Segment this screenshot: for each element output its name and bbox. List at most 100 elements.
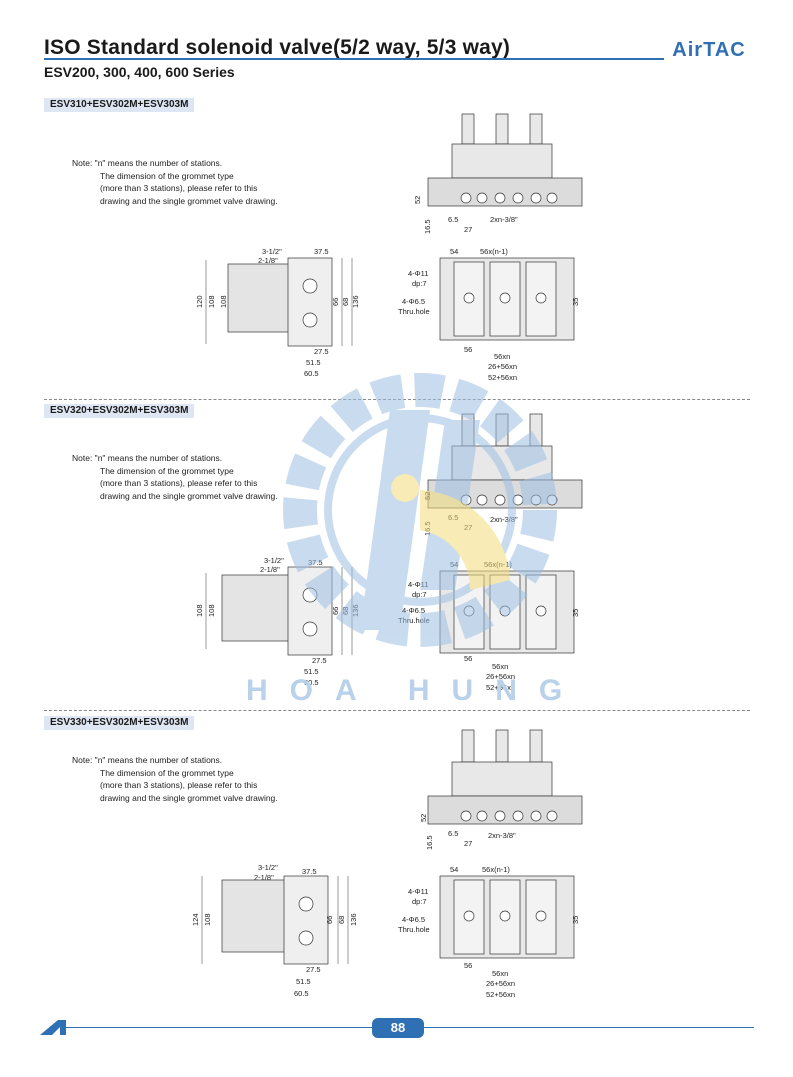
manifold-front-view: 52 16.5 6.5 27 2xn-3/8" xyxy=(413,113,583,234)
dim-label: 136 xyxy=(349,913,358,926)
section-note: Note: "n" means the number of stations. … xyxy=(72,452,278,502)
note-line: (more than 3 stations), please refer to … xyxy=(100,478,258,488)
watermark-text: HOA HUNG xyxy=(246,674,585,707)
dim-label: 37.5 xyxy=(314,247,329,256)
manifold-side-view: 3-1/2" 2-1/8" 37.5 108 108 66 68 136 27.… xyxy=(195,556,360,687)
dim-label: 3-1/2" xyxy=(258,863,278,872)
dim-label: 51.5 xyxy=(306,358,321,367)
dim-label: 56 xyxy=(464,654,472,663)
dim-label: 37.5 xyxy=(308,558,323,567)
manifold-side-view: 3-1/2" 2-1/8" 37.5 124 108 66 68 136 27.… xyxy=(191,863,358,998)
dim-label: 68 xyxy=(341,298,350,306)
dim-label: 108 xyxy=(195,604,204,617)
dim-label: 35 xyxy=(571,298,580,306)
note-line: drawing and the single grommet valve dra… xyxy=(100,792,278,803)
dim-label: 4-Φ6.5 xyxy=(402,915,425,924)
dim-label: 56 xyxy=(464,961,472,970)
dim-label: 2xn-3/8" xyxy=(488,831,516,840)
section-label: ESV320+ESV302M+ESV303M xyxy=(44,404,195,418)
section-note: Note: "n" means the number of stations. … xyxy=(72,157,278,207)
note-line: drawing and the single grommet valve dra… xyxy=(100,490,278,501)
section-label: ESV330+ESV302M+ESV303M xyxy=(44,716,195,730)
dim-label: 4-Φ11 xyxy=(408,269,428,278)
dim-label: 56x(n-1) xyxy=(484,560,512,569)
page-number: 88 xyxy=(372,1018,424,1038)
manifold-plan-view: 54 56x(n-1) 4-Φ11 dp:7 4-Φ6.5 Thru.hole … xyxy=(398,865,580,999)
dim-label: 4-Φ6.5 xyxy=(402,606,425,615)
dim-label: 66 xyxy=(331,298,340,306)
dim-label: 37.5 xyxy=(302,867,317,876)
dim-label: 56xn xyxy=(492,662,508,671)
note-line: (more than 3 stations), please refer to … xyxy=(100,183,258,193)
dim-label: 3-1/2" xyxy=(264,556,284,565)
dim-label: 51.5 xyxy=(304,667,319,676)
dim-label: 54 xyxy=(450,560,458,569)
dim-label: 27.5 xyxy=(314,347,329,356)
dim-label: 27.5 xyxy=(306,965,321,974)
dim-label: 108 xyxy=(203,913,212,926)
dim-label: 26+56xn xyxy=(486,979,515,988)
dim-label: 108 xyxy=(219,295,228,308)
note-line: (more than 3 stations), please refer to … xyxy=(100,780,258,790)
header-rule xyxy=(44,58,754,60)
dim-label: 54 xyxy=(450,247,458,256)
dim-label: 68 xyxy=(341,607,350,615)
dim-label: 56x(n-1) xyxy=(482,865,510,874)
note-line: Note: "n" means the number of stations. xyxy=(72,755,223,765)
manifold-plan-view: 54 56x(n-1) 4-Φ11 dp:7 4-Φ6.5 Thru.hole … xyxy=(398,247,580,382)
dim-label: 16.5 xyxy=(423,219,432,234)
dim-label: 4-Φ11 xyxy=(408,580,428,589)
dim-label: 27 xyxy=(464,839,472,848)
dim-label: 6.5 xyxy=(448,215,458,224)
dim-label: 35 xyxy=(571,916,580,924)
dim-label: 6.5 xyxy=(448,513,458,522)
dim-label: 35 xyxy=(571,609,580,617)
dim-label: Thru.hole xyxy=(398,925,430,934)
dim-label: 120 xyxy=(195,295,204,308)
dim-label: 4-Φ11 xyxy=(408,887,428,896)
note-line: The dimension of the grommet type xyxy=(100,465,234,476)
dim-label: dp:7 xyxy=(412,590,427,599)
dim-label: 136 xyxy=(351,295,360,308)
note-line: The dimension of the grommet type xyxy=(100,170,234,181)
note-line: drawing and the single grommet valve dra… xyxy=(100,195,278,206)
dim-label: 52+56xn xyxy=(486,990,515,999)
dim-label: 56x(n-1) xyxy=(480,247,508,256)
dim-label: 60.5 xyxy=(304,678,319,687)
dim-label: 2-1/8" xyxy=(258,256,278,265)
note-line: The dimension of the grommet type xyxy=(100,767,234,778)
manifold-side-view: 3-1/2" 2-1/8" 37.5 120 108 108 66 68 136… xyxy=(195,247,360,378)
dim-label: 6.5 xyxy=(448,829,458,838)
section-divider xyxy=(44,710,750,711)
dim-label: 16.5 xyxy=(423,521,432,536)
brand-wordmark: AirTAC xyxy=(672,39,745,61)
manifold-front-view: 52 16.5 6.5 27 2xn-3/8" xyxy=(419,729,583,850)
section-label: ESV310+ESV302M+ESV303M xyxy=(44,98,195,112)
dim-label: 52 xyxy=(413,196,422,204)
dim-label: 56xn xyxy=(494,352,510,361)
dim-label: 26+56xn xyxy=(486,672,515,681)
note-line: Note: "n" means the number of stations. xyxy=(72,158,223,168)
dim-label: 68 xyxy=(337,916,346,924)
dim-label: 4-Φ6.5 xyxy=(402,297,425,306)
page-title: ISO Standard solenoid valve(5/2 way, 5/3… xyxy=(44,36,511,59)
dim-label: 52+56xn xyxy=(488,373,517,382)
dim-label: 54 xyxy=(450,865,458,874)
note-line: Note: "n" means the number of stations. xyxy=(72,453,223,463)
dim-label: 27.5 xyxy=(312,656,327,665)
dim-label: 2-1/8" xyxy=(254,873,274,882)
dim-label: 66 xyxy=(331,607,340,615)
dim-label: 52 xyxy=(419,814,428,822)
manifold-front-view: 52 16.5 6.5 27 2xn-3/8" xyxy=(423,413,583,536)
dim-label: 3-1/2" xyxy=(262,247,282,256)
dim-label: 108 xyxy=(207,295,216,308)
dim-label: dp:7 xyxy=(412,897,427,906)
dim-label: 16.5 xyxy=(425,835,434,850)
dim-label: 2-1/8" xyxy=(260,565,280,574)
dim-label: 124 xyxy=(191,913,200,926)
section-divider xyxy=(44,399,750,400)
dim-label: Thru.hole xyxy=(398,616,430,625)
dim-label: 27 xyxy=(464,523,472,532)
dim-label: 60.5 xyxy=(294,989,309,998)
dim-label: 51.5 xyxy=(296,977,311,986)
